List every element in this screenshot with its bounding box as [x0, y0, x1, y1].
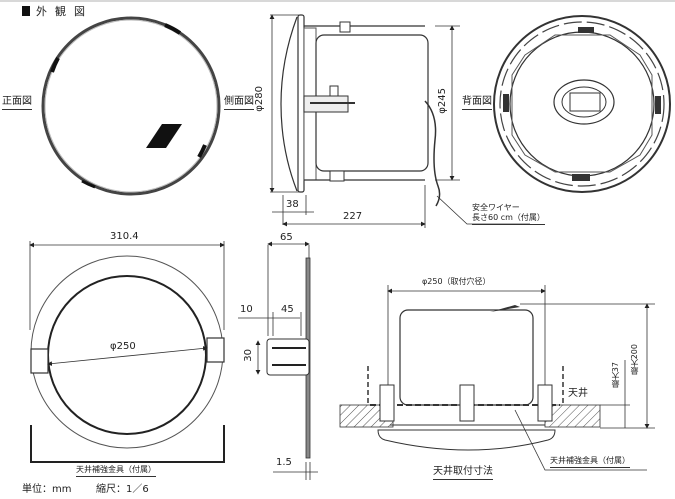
back-view	[493, 15, 671, 193]
dim-side-diameter: φ280	[254, 86, 265, 112]
bracket-side-view	[238, 241, 318, 480]
dim-mount-hole: φ250（取付穴径）	[422, 277, 491, 286]
unit-label: 単位：mm	[22, 484, 72, 495]
dim-max-height: 最大200	[630, 344, 639, 376]
dim-max-thickness: 最大37	[611, 362, 620, 389]
back-view-label: 背面図	[462, 96, 492, 110]
front-view	[41, 16, 221, 196]
dim-bracket-30: 30	[243, 349, 254, 362]
bracket-top-view	[29, 241, 225, 463]
safety-wire-label-1: 安全ワイヤー	[472, 203, 520, 212]
dim-bracket-width: 310.4	[110, 231, 139, 242]
safety-wire-label-2: 長さ60 cm（付属）	[472, 213, 545, 225]
dim-bracket-1-5: 1.5	[276, 457, 292, 468]
front-view-label: 正面図	[2, 96, 32, 110]
dim-bracket-45: 45	[281, 304, 294, 315]
scale-label: 縮尺：1／6	[96, 484, 149, 495]
ceiling-mount-view	[339, 285, 655, 471]
side-view-label: 側面図	[224, 96, 254, 110]
logo-grille-icon	[146, 124, 182, 148]
dim-bracket-diameter: φ250	[110, 341, 136, 352]
dim-bracket-65: 65	[280, 232, 293, 243]
ceiling-mount-caption: 天井取付寸法	[433, 466, 493, 480]
bracket-caption: 天井補強金具（付属）	[76, 465, 156, 477]
mount-bracket-label: 天井補強金具（付属）	[550, 456, 630, 468]
title-square-icon	[22, 6, 30, 16]
dim-total-depth: 227	[343, 211, 363, 222]
top-border	[0, 0, 675, 2]
ceiling-label: 天井	[568, 388, 588, 399]
dim-body-diameter: φ245	[437, 88, 448, 114]
dim-face-depth: 38	[286, 199, 299, 210]
side-view	[269, 14, 530, 228]
drawing-title: 外観図	[22, 3, 93, 19]
dim-bracket-10: 10	[240, 304, 253, 315]
title-text: 外観図	[36, 5, 93, 18]
